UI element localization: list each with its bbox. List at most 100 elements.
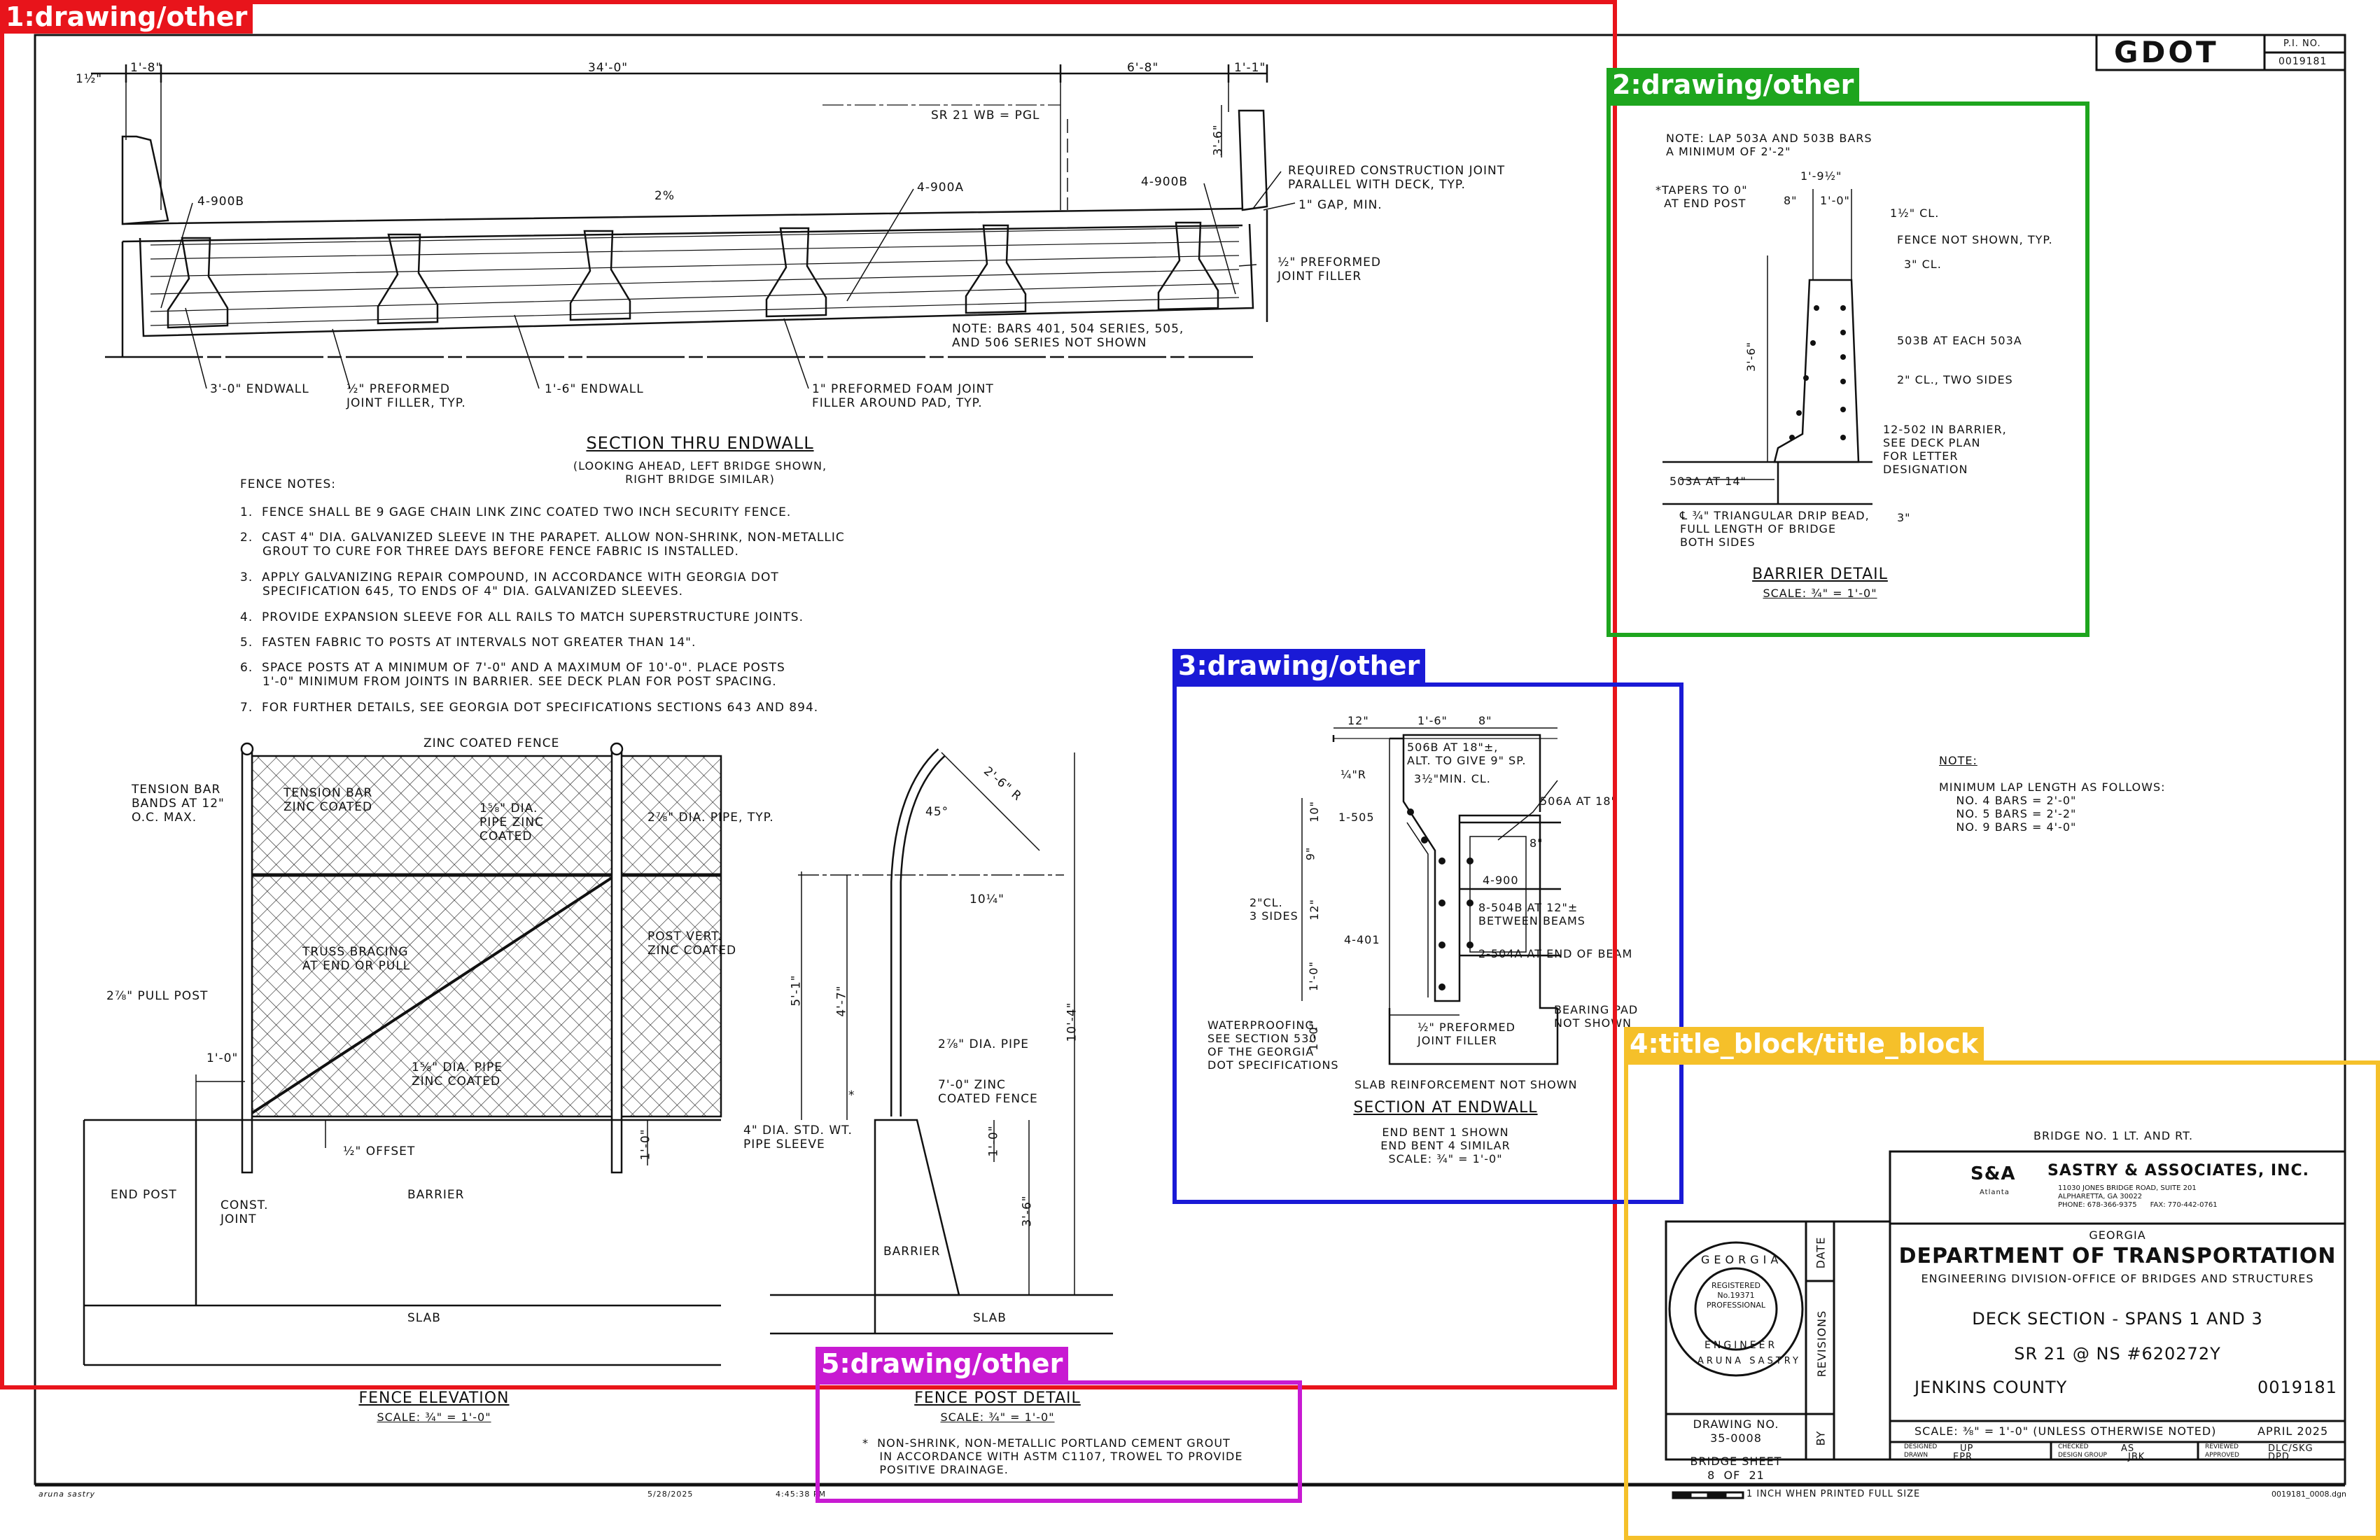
dim-1ft8in: 1'-8": [130, 61, 162, 75]
section-thru-endwall-subtitle: (LOOKING AHEAD, LEFT BRIDGE SHOWN, RIGHT…: [573, 459, 827, 486]
sae-joint-filler: ½" PREFORMED JOINT FILLER: [1418, 1021, 1516, 1047]
drawing-no: 35-0008: [1710, 1432, 1762, 1445]
barrier-detail-title: BARRIER DETAIL: [1752, 566, 1888, 583]
fence-note-7: 7. FOR FURTHER DETAILS, SEE GEORGIA DOT …: [240, 701, 819, 715]
drawn-value: EPR: [1953, 1452, 1973, 1462]
annotation-tag-3: 3:drawing/other: [1172, 649, 1426, 682]
section-at-endwall-drawing: [1301, 727, 1561, 1065]
dim-1-5in: 1½": [76, 72, 103, 86]
construction-joint-note: REQUIRED CONSTRUCTION JOINT PARALLEL WIT…: [1288, 164, 1506, 192]
seal-top-text: GEORGIA: [1701, 1253, 1783, 1266]
route-label: SR 21 @ NS #620272Y: [2014, 1344, 2221, 1364]
fence-post-title: FENCE POST DETAIL: [914, 1390, 1081, 1407]
fence-elevation-title: FENCE ELEVATION: [358, 1390, 510, 1407]
slope-label: 2%: [654, 189, 675, 203]
reviewed-value: DLC/SKG: [2268, 1443, 2314, 1454]
sheet-border: [34, 34, 2346, 1485]
truss-bracing-label: TRUSS BRACING AT END OR PULL: [302, 945, 411, 973]
sae-8-504b: 8-504B AT 12"± BETWEEN BEAMS: [1478, 901, 1586, 927]
bar-label-4-900a: 4-900A: [917, 181, 965, 195]
section-thru-endwall-title: SECTION THRU ENDWALL: [586, 433, 814, 453]
zinc-coated-fence-label: ZINC COATED FENCE: [424, 736, 560, 750]
lap-note-heading: NOTE:: [1939, 754, 1977, 767]
dim-8in: 8": [1784, 194, 1798, 207]
asterisk-label: *: [848, 1088, 855, 1102]
post-slab-label: SLAB: [973, 1311, 1007, 1325]
firm-name: SASTRY & ASSOCIATES, INC.: [2047, 1162, 2309, 1180]
barrier-detail-drawing: [1662, 189, 1872, 505]
drawn-label: DRAWN: [1904, 1452, 1928, 1459]
fence-not-shown: FENCE NOT SHOWN, TYP.: [1897, 233, 2053, 246]
tapers-note: *TAPERS TO 0" AT END POST: [1656, 183, 1748, 210]
cl-3in: 3" CL.: [1904, 258, 1942, 271]
joint-filler-typ-label: ½" PREFORMED JOINT FILLER, TYP.: [346, 382, 466, 410]
503b-label: 503B AT EACH 503A: [1897, 334, 2022, 347]
fence-note-5: 5. FASTEN FABRIC TO POSTS AT INTERVALS N…: [240, 636, 696, 650]
fence-note-1: 1. FENCE SHALL BE 9 GAGE CHAIN LINK ZINC…: [240, 505, 792, 519]
cl-2in-two-sides: 2" CL., TWO SIDES: [1897, 373, 2013, 386]
sae-quarter-r: ¼"R: [1340, 768, 1366, 781]
annotation-tag-5: 5:drawing/other: [816, 1347, 1069, 1380]
sae-slab-reinf: SLAB REINFORCEMENT NOT SHOWN: [1354, 1078, 1578, 1091]
fence-elevation-scale: SCALE: ¾" = 1'-0": [377, 1410, 491, 1424]
tension-bar-bands-label: TENSION BAR BANDS AT 12" O.C. MAX.: [132, 783, 225, 825]
slab-label: SLAB: [407, 1311, 441, 1325]
foam-joint-filler-label: 1" PREFORMED FOAM JOINT FILLER AROUND PA…: [812, 382, 994, 410]
sae-min-cl: 3½"MIN. CL.: [1414, 772, 1491, 785]
footer-user: aruna sastry: [38, 1490, 95, 1499]
sae-4-900: 4-900: [1483, 874, 1519, 887]
fence-post-detail-drawing: [770, 748, 1113, 1335]
pi-number: 0019181: [2278, 56, 2328, 67]
design-group-value: JBK: [2128, 1452, 2146, 1462]
dim-1ft9-5in: 1'-9½": [1800, 169, 1842, 183]
annotation-box-3: [1172, 682, 1684, 1204]
fence-note-2: 2. CAST 4" DIA. GALVANIZED SLEEVE IN THE…: [240, 531, 845, 559]
bridge-sheet-label: BRIDGE SHEET: [1690, 1455, 1782, 1468]
pipe-1-5-8-bottom-label: 1⅝" DIA. PIPE ZINC COATED: [412, 1060, 503, 1088]
sae-waterproofing: WATERPROOFING, SEE SECTION 530 OF THE GE…: [1208, 1018, 1339, 1072]
tension-bar-zinc-label: TENSION BAR ZINC COATED: [284, 786, 373, 814]
post-vert-label: POST VERT. ZINC COATED: [648, 930, 737, 958]
section-at-endwall-subtitle: END BENT 1 SHOWN END BENT 4 SIMILAR SCAL…: [1380, 1126, 1511, 1166]
title-block-frame: [1665, 1150, 2346, 1499]
bars-not-shown-note: NOTE: BARS 401, 504 SERIES, 505, AND 506…: [952, 322, 1184, 350]
endwall-3ft-label: 3'-0" ENDWALL: [210, 382, 309, 396]
annotation-box-1: [0, 0, 1617, 1390]
barrier-detail-scale: SCALE: ¾" = 1'-0": [1763, 587, 1877, 600]
post-barrier-label: BARRIER: [883, 1245, 941, 1259]
department-name: DEPARTMENT OF TRANSPORTATION: [1898, 1244, 2337, 1268]
lap-note-body: MINIMUM LAP LENGTH AS FOLLOWS: NO. 4 BAR…: [1939, 780, 2166, 834]
seal-name: ARUNA SASTRY: [1698, 1356, 1801, 1366]
pull-post-label: 2⅞" PULL POST: [106, 989, 209, 1003]
sae-dim-12in: 12": [1348, 714, 1369, 727]
approved-label: APPROVED: [2205, 1452, 2239, 1459]
checked-label: CHECKED: [2058, 1443, 2089, 1450]
drip-bead-note: ℄ ¾" TRIANGULAR DRIP BEAD, FULL LENGTH O…: [1680, 509, 1870, 549]
pipe-1-5-8-label: 1⅝" DIA. PIPE ZINC COATED: [479, 802, 544, 844]
pipe-2-7-8-label: 2⅞" DIA. PIPE, TYP.: [648, 811, 774, 825]
offset-label: ½" OFFSET: [343, 1144, 416, 1158]
sae-dim-8in-top: 8": [1478, 714, 1492, 727]
annotation-tag-1: 1:drawing/other: [0, 0, 253, 34]
pipe-sleeve-label: 4" DIA. STD. WT. PIPE SLEEVE: [743, 1124, 853, 1152]
dim-1ft-left: 1'-0": [206, 1051, 239, 1065]
seal-middle-text: REGISTERED No.19371 PROFESSIONAL: [1707, 1281, 1765, 1310]
reviewed-label: REVIEWED: [2205, 1443, 2239, 1450]
annotation-box-2: [1606, 102, 2090, 637]
sae-dim-8in: 8": [1530, 836, 1544, 850]
dim-10-25in: 10¼": [969, 892, 1004, 906]
angle-45-label: 45°: [925, 805, 949, 819]
fence-notes-heading: FENCE NOTES:: [240, 477, 336, 491]
state-label: GEORGIA: [2089, 1228, 2146, 1242]
sae-506b-label: 506B AT 18"±, ALT. TO GIVE 9" SP.: [1407, 741, 1527, 767]
county-label: JENKINS COUNTY: [1914, 1378, 2068, 1397]
zinc-fence-label: 7'-0" ZINC COATED FENCE: [938, 1078, 1038, 1106]
gap-note: 1" GAP, MIN.: [1298, 198, 1382, 212]
annotation-box-4: [1624, 1060, 2380, 1540]
pi-label: P.I. NO.: [2283, 38, 2321, 49]
checked-value: AS: [2121, 1443, 2135, 1454]
annotation-tag-2: 2:drawing/other: [1606, 68, 1860, 102]
issue-date: APRIL 2025: [2258, 1424, 2329, 1438]
sae-bearing-pad: BEARING PAD NOT SHOWN: [1554, 1003, 1639, 1030]
